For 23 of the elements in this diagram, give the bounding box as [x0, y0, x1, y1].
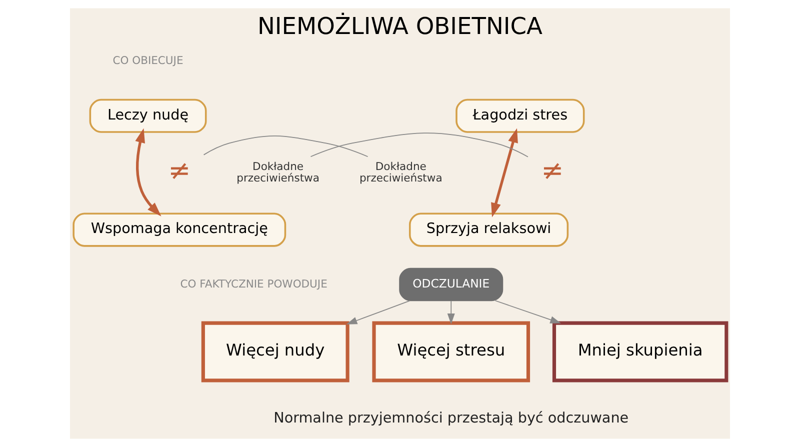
node-box: Sprzyja relaksowi — [408, 212, 569, 247]
node-box: Łagodzi stres — [456, 98, 585, 133]
node-box: Więcej stresu — [372, 321, 530, 382]
node-box: ODCZULANIE — [399, 268, 504, 302]
node-text: Dokładne przeciwieństwa — [236, 160, 320, 184]
node-text: ≠ — [168, 156, 191, 187]
label: CO FAKTYCZNIE POWODUJE — [180, 277, 328, 290]
label: CO OBIECUJE — [112, 54, 184, 67]
node-text: Dokładne przeciwieństwa — [359, 160, 442, 184]
node-box: Leczy nudę — [89, 98, 207, 133]
arrow — [494, 300, 561, 324]
arrow — [135, 128, 162, 216]
arrow — [447, 300, 455, 324]
node-box: Wspomaga koncentrację — [72, 212, 286, 247]
label: Normalne przyjemności przestają być odczuwane — [274, 410, 629, 426]
node-text: ≠ — [541, 156, 564, 187]
connector — [203, 136, 368, 158]
node-box: Mniej skupienia — [552, 321, 728, 382]
arrow — [346, 300, 410, 324]
connector — [310, 132, 528, 158]
arrow — [491, 128, 518, 218]
diagram-title: NIEMOŻLIWA OBIETNICA — [257, 13, 543, 40]
node-box: Więcej nudy — [201, 321, 350, 382]
